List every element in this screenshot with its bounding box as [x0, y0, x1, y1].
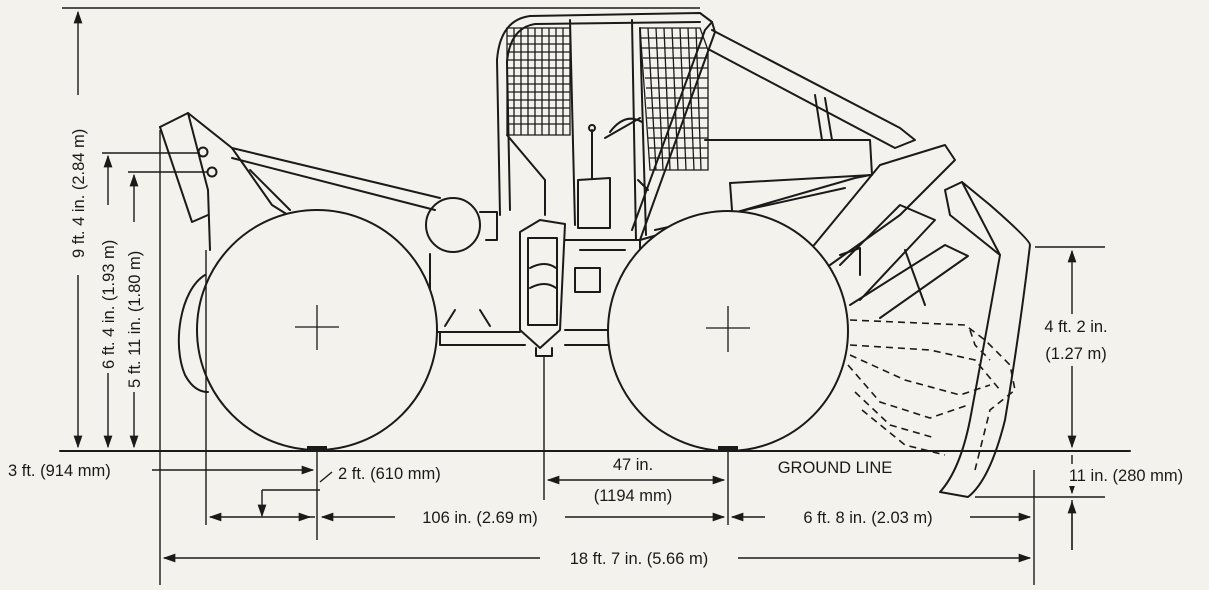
rear-fender: [177, 274, 209, 393]
rear-overhang-label: 3 ft. (914 mm): [8, 462, 111, 480]
blade-raised-position: [847, 319, 1016, 471]
blade-height-label: 4 ft. 2 in.: [1044, 318, 1107, 336]
hitch-height-lower-label: 5 ft. 11 in. (1.80 m): [126, 251, 144, 388]
skidder-machine: [59, 12, 1131, 498]
overall-height-label: 9 ft. 4 in. (2.84 m): [70, 129, 88, 258]
cab-rops: [496, 12, 916, 241]
steering-wheel: [609, 117, 643, 133]
center-to-axle-metric-label: (1194 mm): [594, 487, 673, 505]
front-wheel: [607, 210, 849, 452]
blade-drop-label: 11 in. (280 mm): [1069, 467, 1183, 485]
engine-hood: [704, 139, 873, 184]
front-screen: [639, 27, 709, 171]
hitch-offset-label: 2 ft. (610 mm): [338, 465, 441, 483]
hitch-pin-lower: [206, 166, 218, 178]
hydraulic-tank: [425, 197, 481, 253]
front-to-blade-label: 6 ft. 8 in. (2.03 m): [803, 509, 932, 527]
wheelbase-label: 106 in. (2.69 m): [422, 509, 538, 527]
hitch-height-upper-label: 6 ft. 4 in. (1.93 m): [100, 240, 118, 369]
center-to-axle-label: 47 in.: [613, 456, 653, 474]
rear-arch: [159, 112, 441, 251]
dozer-blade: [939, 181, 1031, 498]
ground-line-label: GROUND LINE: [778, 459, 893, 477]
rear-wheel: [196, 209, 438, 451]
hitch-pin-upper: [197, 146, 209, 158]
dimension-labels: 9 ft. 4 in. (2.84 m) 6 ft. 4 in. (1.93 m…: [8, 95, 1206, 569]
blade-height-metric-label: (1.27 m): [1045, 345, 1106, 363]
overall-length-label: 18 ft. 7 in. (5.66 m): [570, 550, 708, 568]
operator-seat: [577, 177, 611, 229]
